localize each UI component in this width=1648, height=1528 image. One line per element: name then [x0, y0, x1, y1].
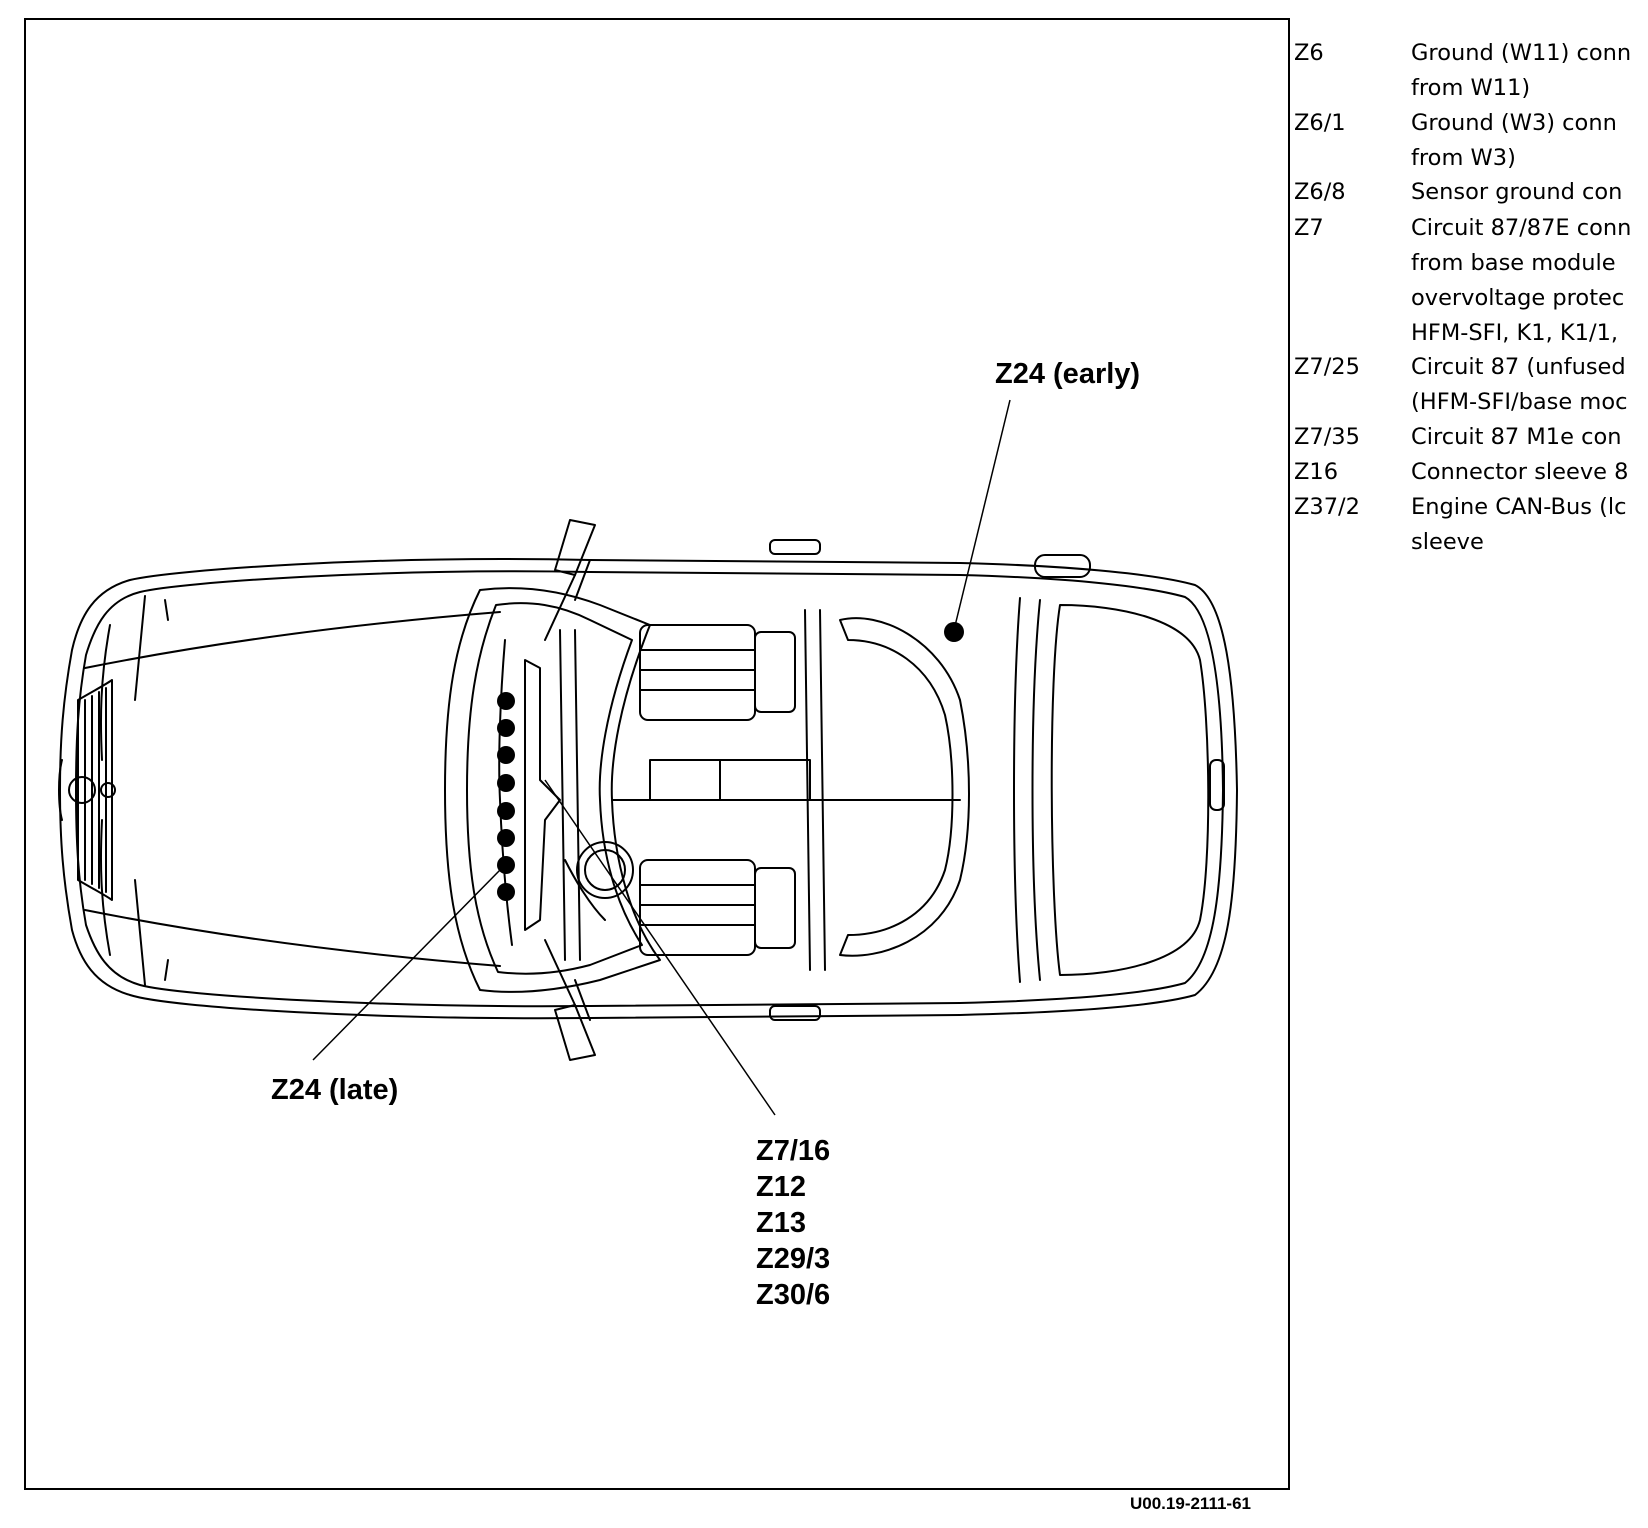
- tonneau-opening: [839, 617, 970, 957]
- callout-group-item: Z30/6: [756, 1279, 830, 1311]
- leader-line-early: [953, 399, 1011, 631]
- legend-desc: Circuit 87 M1e con: [1411, 424, 1622, 450]
- diagram-frame: [24, 18, 1290, 1490]
- figure-id: U00.19-2111-61: [1130, 1494, 1251, 1513]
- legend-code: Z7: [1294, 215, 1324, 241]
- callout-group-item: Z29/3: [756, 1243, 830, 1275]
- connector-dot: [497, 829, 515, 847]
- door-handle-left: [769, 539, 821, 555]
- front-grille: [77, 679, 113, 901]
- callout-group-item: Z12: [756, 1171, 806, 1203]
- callout-group-item: Z13: [756, 1207, 806, 1239]
- car-body-inner-outline: [75, 570, 1224, 1008]
- left-mirror: [554, 519, 596, 576]
- connector-dot: [497, 802, 515, 820]
- legend-desc: Circuit 87/87E conn from base module ove…: [1411, 215, 1632, 346]
- legend-desc: Engine CAN-Bus (lc sleeve: [1411, 494, 1627, 555]
- legend-code: Z6/1: [1294, 110, 1346, 136]
- leader-line-late: [312, 869, 501, 1061]
- legend-desc: Circuit 87 (unfused (HFM-SFI/base moc: [1411, 354, 1628, 415]
- callout-z24-early: Z24 (early): [995, 358, 1140, 390]
- door-handle-right: [769, 1005, 821, 1021]
- legend-code: Z6/8: [1294, 179, 1346, 205]
- connector-dot-early: [944, 622, 964, 642]
- left-seat-back: [639, 624, 756, 721]
- connector-dot: [497, 746, 515, 764]
- connector-dot: [497, 719, 515, 737]
- steering-wheel: [576, 841, 634, 899]
- connector-dot: [497, 774, 515, 792]
- legend-desc: Connector sleeve 8: [1411, 459, 1629, 485]
- leader-line-group: [544, 779, 776, 1116]
- right-seat-back: [639, 859, 756, 956]
- hood-line-bottom: [84, 909, 501, 967]
- legend-desc: Sensor ground con: [1411, 179, 1623, 205]
- connector-dot: [497, 856, 515, 874]
- connector-dot: [497, 883, 515, 901]
- legend-desc: Ground (W3) conn from W3): [1411, 110, 1617, 171]
- right-mirror: [554, 1004, 596, 1061]
- hood-line-top: [84, 611, 501, 669]
- legend-code: Z37/2: [1294, 494, 1360, 520]
- legend-code: Z7/35: [1294, 424, 1360, 450]
- legend-code: Z16: [1294, 459, 1339, 485]
- legend: Z6 Ground (W11) conn from W11) Z6/1 Grou…: [1290, 18, 1648, 578]
- legend-code: Z7/25: [1294, 354, 1360, 380]
- legend-code: Z6: [1294, 40, 1324, 66]
- connector-dot: [497, 692, 515, 710]
- connector-dots-late: [497, 692, 515, 901]
- trunk-lid: [1050, 604, 1210, 976]
- legend-desc: Ground (W11) conn from W11): [1411, 40, 1632, 101]
- callout-z24-late: Z24 (late): [271, 1074, 398, 1106]
- hood-emblem: [68, 776, 96, 804]
- center-console: [649, 759, 811, 801]
- callout-group-item: Z7/16: [756, 1135, 830, 1167]
